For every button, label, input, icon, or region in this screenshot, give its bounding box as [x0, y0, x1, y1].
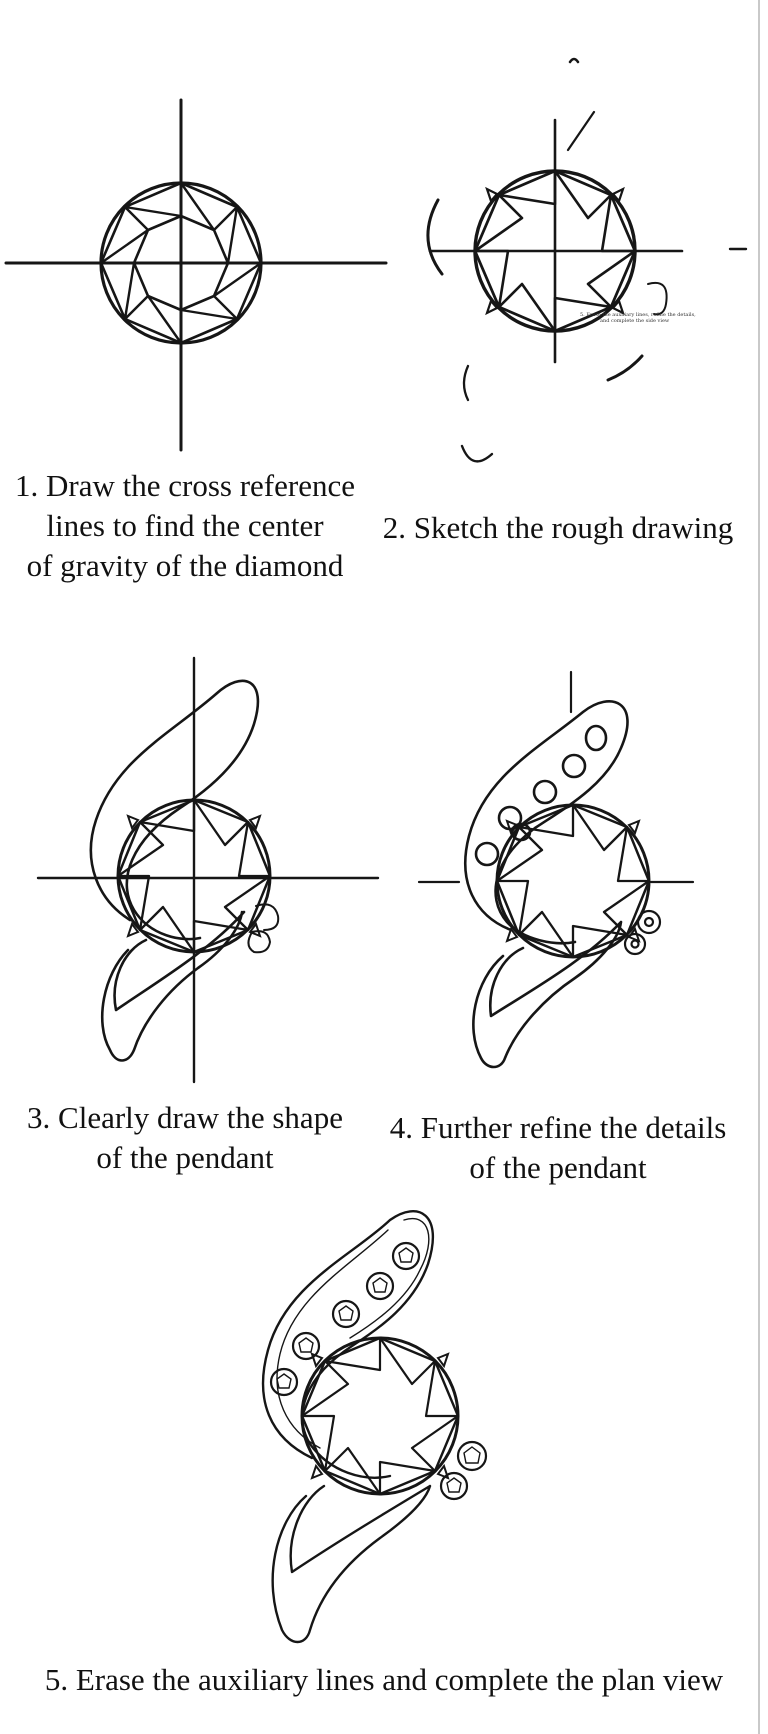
- step-1-caption-line-2: lines to find the center: [46, 508, 324, 543]
- step-3-caption: 3. Clearly draw the shape of the pendant: [0, 1098, 370, 1178]
- pave-stones: [474, 724, 608, 867]
- step-4-drawing: [415, 668, 715, 1088]
- step-3-caption-line-2: of the pendant: [96, 1140, 274, 1175]
- side-accent-stones: [247, 903, 280, 954]
- stray-side-view-note: 5. Erase the auxiliary lines, refine the…: [580, 312, 700, 324]
- step-5-caption-line-1: 5. Erase the auxiliary lines and complet…: [44, 1662, 724, 1697]
- stray-note-line-2: and complete the side view: [600, 318, 670, 324]
- step-4-caption-line-1: 4. Further refine the details: [389, 1110, 727, 1145]
- prong-marks: [310, 1352, 450, 1480]
- stray-note-line-1: 5. Erase the auxiliary lines, refine the…: [580, 312, 696, 318]
- step-4-caption: 4. Further refine the details of the pen…: [378, 1108, 738, 1188]
- step-1-caption: 1. Draw the cross reference lines to fin…: [0, 466, 370, 586]
- diamond-shape: [116, 798, 272, 954]
- step-2-caption-line-1: 2. Sketch the rough drawing: [382, 510, 734, 545]
- step-5-caption: 5. Erase the auxiliary lines and complet…: [0, 1660, 768, 1700]
- prong-marks: [505, 819, 641, 943]
- step-2-drawing: [410, 40, 750, 480]
- lower-swirl-band: [100, 910, 246, 1062]
- step-1-caption-line-1: 1. Draw the cross reference: [15, 468, 355, 503]
- step-2-caption: 2. Sketch the rough drawing: [378, 508, 738, 548]
- upper-swirl-band: [464, 700, 629, 945]
- diamond-shape: [495, 803, 651, 959]
- pave-stones: [269, 1241, 421, 1397]
- diamond-rough-sketch: [473, 169, 637, 333]
- upper-swirl-band: [89, 679, 260, 941]
- step-1-drawing: [0, 90, 400, 460]
- step-3-drawing: [20, 650, 390, 1090]
- side-accent-stones: [623, 909, 662, 956]
- step-5-drawing: [240, 1200, 510, 1660]
- step-4-caption-line-2: of the pendant: [469, 1150, 647, 1185]
- lower-swirl-band: [472, 920, 623, 1069]
- side-accent-stones: [439, 1440, 488, 1501]
- diamond-shape: [300, 1336, 460, 1496]
- page-edge-line: [758, 0, 760, 1734]
- prong-marks: [485, 186, 625, 316]
- lower-swirl-band: [271, 1484, 432, 1644]
- step-3-caption-line-1: 3. Clearly draw the shape: [27, 1100, 343, 1135]
- diamond-top-view: [99, 181, 263, 345]
- prong-marks: [126, 814, 262, 938]
- step-1-caption-line-3: of gravity of the diamond: [26, 548, 344, 583]
